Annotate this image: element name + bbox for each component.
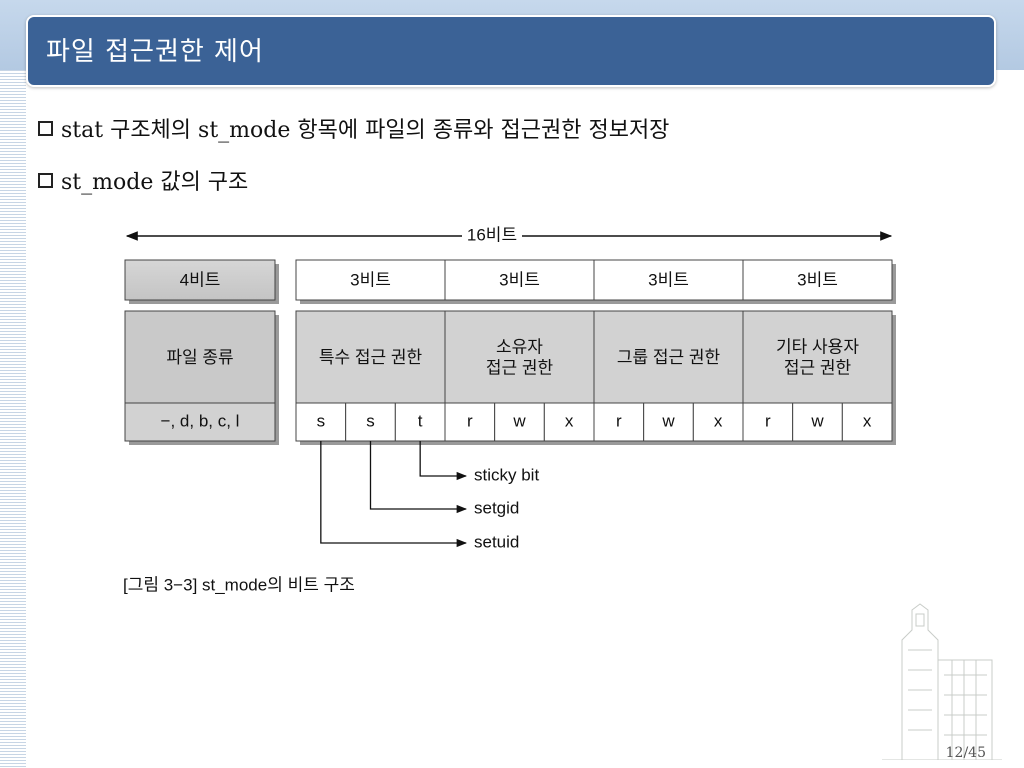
file-type-values: −, d, b, c, l — [161, 411, 240, 430]
total-bits-label: 16비트 — [467, 225, 517, 244]
special-bit-label: sticky bit — [474, 465, 539, 484]
bit-count-label: 3비트 — [499, 270, 540, 289]
permission-bit-label: t — [418, 411, 423, 430]
field-name-label: 그룹 접근 권한 — [617, 348, 721, 367]
slide-title: 파일 접근권한 제어 — [46, 37, 264, 67]
bit-count-cell — [124, 259, 276, 301]
permission-bit-label: x — [714, 411, 723, 430]
bit-value-cell — [742, 402, 794, 442]
bit-value-cell — [643, 402, 694, 442]
permission-bit-label: r — [616, 411, 622, 430]
bit-count-label: 3비트 — [350, 270, 391, 289]
field-name-cell — [742, 310, 893, 404]
permission-bit-label: x — [863, 411, 872, 430]
permission-bit-label: s — [317, 411, 326, 430]
bit-value-cell — [692, 402, 744, 442]
permission-bit-label: s — [366, 411, 375, 430]
bit-value-cell — [841, 402, 893, 442]
permission-bit-label: x — [565, 411, 574, 430]
title-bar: 파일 접근권한 제어 — [26, 15, 996, 87]
bullet-item: stat 구조체의 st_mode 항목에 파일의 종류와 접근권한 정보저장 — [38, 108, 669, 148]
bullet-text: stat 구조체의 st_mode 항목에 파일의 종류와 접근권한 정보저장 — [61, 118, 670, 143]
permission-bit-label: w — [512, 411, 526, 430]
permission-bit-label: w — [810, 411, 824, 430]
square-bullet-icon — [38, 120, 53, 136]
page-number: 12/45 — [945, 745, 986, 761]
building-sketch-icon — [882, 603, 1002, 760]
field-name-label: 특수 접근 권한 — [319, 348, 423, 367]
bit-count-label: 4비트 — [180, 270, 221, 289]
bit-value-cell — [494, 402, 545, 442]
special-bit-connector — [320, 441, 468, 548]
permission-bit-label: w — [661, 411, 675, 430]
bit-value-cell — [394, 402, 446, 442]
square-bullet-icon — [38, 172, 53, 188]
permission-bit-label: r — [467, 411, 473, 430]
bit-count-cell — [444, 259, 595, 301]
special-bit-label: setuid — [474, 532, 519, 551]
special-bit-connector — [419, 441, 468, 481]
figure-caption: [그림 3−3] st_mode의 비트 구조 — [123, 575, 355, 594]
bit-count-cell — [295, 259, 446, 301]
bit-count-label: 3비트 — [648, 270, 689, 289]
special-bit-connector — [369, 441, 468, 514]
bullet-text: st_mode 값의 구조 — [61, 170, 249, 195]
bit-value-cell — [295, 402, 347, 442]
field-name-label: 파일 종류 — [166, 348, 233, 367]
bullet-item: st_mode 값의 구조 — [38, 160, 669, 200]
field-name-cell — [124, 310, 276, 404]
bit-count-label: 3비트 — [797, 270, 838, 289]
bit-value-cell — [593, 402, 645, 442]
bit-value-cell — [792, 402, 843, 442]
field-name-cell — [444, 310, 595, 404]
bit-count-cell — [742, 259, 893, 301]
bit-value-cell — [124, 402, 276, 442]
special-bit-label: setgid — [474, 498, 519, 517]
bullet-list: stat 구조체의 st_mode 항목에 파일의 종류와 접근권한 정보저장 … — [38, 108, 669, 200]
bit-value-cell — [543, 402, 595, 442]
left-decoration — [0, 70, 26, 768]
permission-bit-label: r — [765, 411, 771, 430]
bit-count-cell — [593, 259, 744, 301]
bit-value-cell — [444, 402, 496, 442]
